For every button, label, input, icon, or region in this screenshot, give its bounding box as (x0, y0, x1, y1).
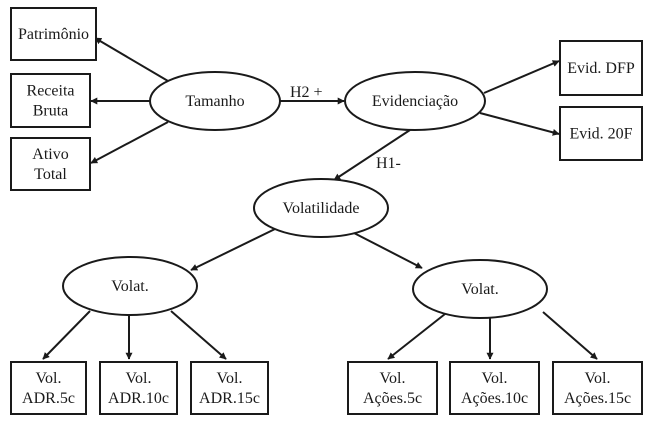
node-label: Volat. (111, 278, 148, 295)
indicator-node-acoes15: Vol. Ações.15c (552, 361, 643, 415)
node-label: Ações.15c (564, 390, 631, 407)
indicator-box (190, 361, 269, 415)
edge-evidenciacao-to-evid_dfp (483, 60, 560, 94)
indicator-node-patrimonio: Patrimônio (10, 7, 97, 61)
node-label: Total (34, 166, 67, 183)
node-label: Tamanho (185, 93, 244, 110)
indicator-box (10, 361, 87, 415)
node-label: ADR.15c (199, 390, 260, 407)
indicator-node-acoes10: Vol. Ações.10c (449, 361, 540, 415)
edge-evidenciacao-to-volatilidade (333, 129, 411, 181)
node-label: Evidenciação (372, 93, 458, 110)
indicator-box (449, 361, 540, 415)
node-label: Vol. (585, 370, 611, 387)
indicator-box (347, 361, 438, 415)
construct-ellipse (62, 256, 198, 316)
edge-evidenciacao-to-evid_20f (479, 112, 560, 136)
edge-label-evidenciacao-to-volatilidade: H1- (376, 155, 401, 172)
indicator-node-adr10: Vol. ADR.10c (99, 361, 178, 415)
indicator-box (559, 106, 643, 161)
node-label: Vol. (217, 370, 243, 387)
indicator-box (99, 361, 178, 415)
construct-ellipse (344, 71, 486, 131)
indicator-box (559, 40, 643, 96)
node-label: Vol. (380, 370, 406, 387)
edge-volat_acoes-to-acoes15 (542, 311, 598, 360)
edges-layer (42, 37, 598, 360)
construct-node-volat_adr: Volat. (62, 256, 198, 316)
node-label: Ativo (32, 146, 68, 163)
node-label: Ações.5c (363, 390, 422, 407)
indicator-node-adr15: Vol. ADR.15c (190, 361, 269, 415)
node-label: ADR.5c (22, 390, 75, 407)
indicator-box (10, 73, 91, 128)
node-label: Evid. DFP (567, 60, 635, 77)
construct-ellipse (149, 71, 281, 131)
indicator-node-evid_dfp: Evid. DFP (559, 40, 643, 96)
edge-volat_adr-to-adr15 (170, 310, 227, 360)
node-label: Ações.10c (461, 390, 528, 407)
node-label: Volat. (461, 281, 498, 298)
node-label: Patrimônio (18, 26, 89, 43)
construct-node-volat_acoes: Volat. (412, 259, 548, 319)
indicator-box (10, 7, 97, 61)
edge-tamanho-to-patrimonio (94, 37, 169, 82)
construct-node-volatilidade: Volatilidade (253, 178, 389, 238)
indicator-node-evid_20f: Evid. 20F (559, 106, 643, 161)
indicator-node-acoes5: Vol. Ações.5c (347, 361, 438, 415)
indicator-node-adr5: Vol. ADR.5c (10, 361, 87, 415)
construct-ellipse (412, 259, 548, 319)
edge-volatilidade-to-volat_adr (190, 228, 276, 271)
indicator-box (552, 361, 643, 415)
edge-volat_adr-to-adr5 (42, 310, 91, 360)
construct-node-evidenciacao: Evidenciação (344, 71, 486, 131)
edge-volat_acoes-to-acoes5 (387, 313, 446, 360)
edge-label-tamanho-to-evidenciacao: H2 + (290, 84, 323, 101)
node-label: Volatilidade (282, 200, 359, 217)
node-label: Bruta (33, 103, 69, 120)
node-label: Receita (27, 83, 75, 100)
node-label: Vol. (36, 370, 62, 387)
node-label: ADR.10c (108, 390, 169, 407)
construct-ellipse (253, 178, 389, 238)
edge-volatilidade-to-volat_acoes (353, 232, 423, 269)
edge-tamanho-to-ativo (90, 121, 169, 164)
indicator-box (10, 137, 91, 191)
node-label: Vol. (126, 370, 152, 387)
node-label: Evid. 20F (569, 126, 632, 143)
node-label: Vol. (482, 370, 508, 387)
edge-labels-layer: H2 + H1- (290, 84, 401, 172)
construct-node-tamanho: Tamanho (149, 71, 281, 131)
